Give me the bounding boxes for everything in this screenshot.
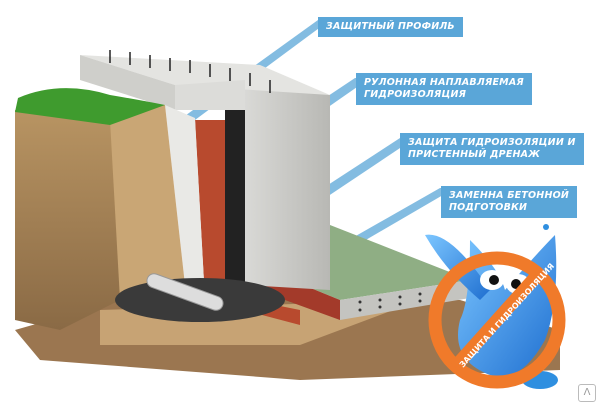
label-line: ЗАЩИТНЫЙ ПРОФИЛЬ <box>326 21 455 32</box>
label-line: ГИДРОИЗОЛЯЦИЯ <box>364 89 467 100</box>
label-line: ЗАМЕННА БЕТОННОЙ <box>449 190 570 201</box>
rebar <box>109 50 271 93</box>
drainage-membrane <box>165 105 205 300</box>
label-line: ПОДГОТОВКИ <box>449 202 528 213</box>
brick-protection <box>195 120 300 325</box>
label-line: ПРИСТЕННЫЙ ДРЕНАЖ <box>408 149 541 160</box>
watermark-icon: Λ <box>578 384 596 402</box>
label-drainage-protection: ЗАЩИТА ГИДРОИЗОЛЯЦИИ И ПРИСТЕННЫЙ ДРЕНАЖ <box>400 133 584 165</box>
label-protective-profile: ЗАЩИТНЫЙ ПРОФИЛЬ <box>318 17 463 37</box>
label-concrete-base: ЗАМЕННА БЕТОННОЙ ПОДГОТОВКИ <box>441 186 578 218</box>
concrete-wall <box>245 80 330 290</box>
drain-pipe <box>146 273 224 311</box>
logo <box>425 224 566 389</box>
label-line: РУЛОННАЯ НАПЛАВЛЯЕМАЯ <box>364 77 524 88</box>
label-roll-waterproofing: РУЛОННАЯ НАПЛАВЛЯЕМАЯ ГИДРОИЗОЛЯЦИЯ <box>356 73 532 105</box>
waterproofing-membrane <box>225 110 245 290</box>
grass <box>15 88 165 125</box>
label-line: ЗАЩИТА ГИДРОИЗОЛЯЦИИ И <box>408 137 576 148</box>
